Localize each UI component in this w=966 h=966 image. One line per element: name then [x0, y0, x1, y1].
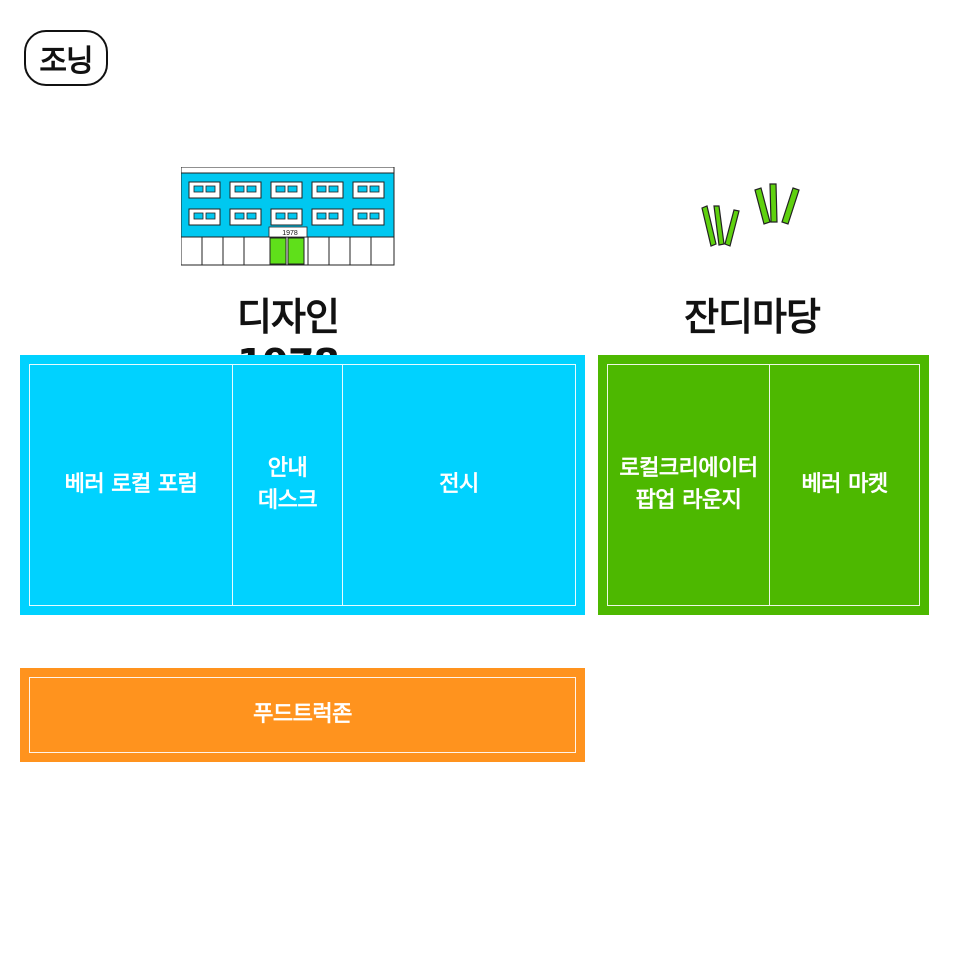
foodtruck-zone: 푸드트럭존 [20, 668, 585, 762]
building-icon: 1978 [181, 167, 395, 266]
zone-exhibition: 전시 [342, 365, 575, 605]
zone-foodtruck: 푸드트럭존 [253, 702, 352, 728]
zone-info-desk: 안내 데스크 [232, 365, 342, 605]
zoning-badge: 조닝 [24, 30, 108, 86]
lawn-section-title: 잔디마당 [684, 295, 821, 339]
zoning-badge-label: 조닝 [39, 44, 93, 79]
zone-better-market: 베러 마켓 [769, 365, 919, 605]
building-sign: 1978 [282, 230, 298, 237]
zone-creator-popup-lounge: 로컬크리에이터 팝업 라운지 [619, 456, 758, 513]
zone-better-local-forum: 베러 로컬 포럼 [64, 472, 198, 498]
design-zone: 베러 로컬 포럼 안내 데스크 전시 [20, 355, 585, 615]
grass-icon [701, 183, 800, 247]
lawn-zone: 로컬크리에이터 팝업 라운지 베러 마켓 [598, 355, 929, 615]
